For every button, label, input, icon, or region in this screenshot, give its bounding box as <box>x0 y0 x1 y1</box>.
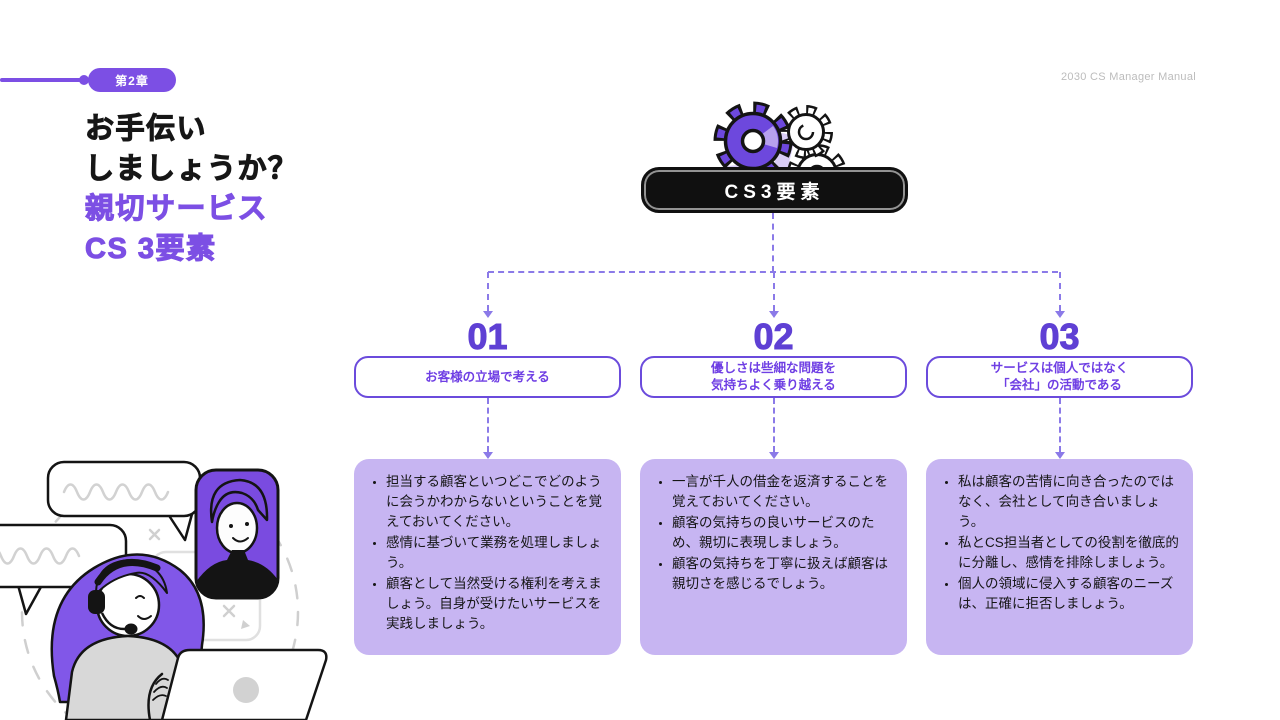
column-number: 01 <box>467 316 508 357</box>
bullet-item: 私とCS担当者としての役割を徹底的に分離し、感情を排除しましょう。 <box>958 533 1181 573</box>
title-line: 気持ちよく乗り越える <box>711 378 836 392</box>
page-title-line: お手伝い <box>84 112 208 145</box>
cs-columns: 01 お客様の立場で考える 担当する顧客といつどこでどのように会うかわからないと… <box>354 272 1193 655</box>
column-title-box: サービスは個人ではなく「会社」の活動である <box>926 356 1193 398</box>
cs-column: 03 サービスは個人ではなく「会社」の活動である 私は顧客の苦情に向き合ったので… <box>926 272 1193 655</box>
x-mark-icon <box>148 528 161 541</box>
page-title-line: CS 3要素 <box>84 232 217 265</box>
headset-icon <box>94 558 161 586</box>
bullet-item: 一言が千人の借金を返済することを覚えておいてください。 <box>672 472 895 512</box>
laptop-icon <box>160 648 328 720</box>
column-number: 02 <box>753 316 794 357</box>
arrow-down-icon <box>768 452 779 459</box>
bullet-item: 顧客として当然受ける権利を考えましょう。自身が受けたいサービスを実践しましょう。 <box>386 574 609 634</box>
agent-illustration <box>50 553 216 720</box>
connector-arrow <box>640 398 907 459</box>
connector-line <box>1058 398 1061 452</box>
bullet-list: 一言が千人の借金を返済することを覚えておいてください。顧客の気持ちの良いサービス… <box>656 472 895 594</box>
bullet-list: 担当する顧客といつどこでどのように会うかわからないということを覚えておいてくださ… <box>370 472 609 634</box>
page-title: お手伝い しましょうか？ 親切サービス CS 3要素 <box>84 109 299 269</box>
title-line: サービスは個人ではなく <box>990 361 1129 376</box>
connector-arrow <box>640 272 907 318</box>
support-chat-illustration <box>0 460 328 720</box>
page-title-line: 親切サービス <box>84 192 269 225</box>
root-node: CS3要素 <box>641 167 908 213</box>
cs-column: 01 お客様の立場で考える 担当する顧客といつどこでどのように会うかわからないと… <box>354 272 621 655</box>
connector-line <box>772 272 775 311</box>
connector-arrow <box>926 398 1193 459</box>
arrow-down-icon <box>1054 311 1065 318</box>
connector-line <box>772 398 775 452</box>
column-title-box: お客様の立場で考える <box>354 356 621 398</box>
speech-bubble-icon <box>46 460 202 542</box>
title-line: 優しさは些細な問題を <box>710 361 836 376</box>
connector-line <box>486 398 489 452</box>
connector-arrow <box>926 272 1193 318</box>
bullet-item: 顧客の気持ちの良いサービスのため、親切に表現しましょう。 <box>672 513 895 553</box>
bullet-item: 顧客の気持ちを丁寧に扱えば顧客は親切さを感じるでしょう。 <box>672 554 895 594</box>
connector-arrow <box>354 398 621 459</box>
column-content-box: 担当する顧客といつどこでどのように会うかわからないということを覚えておいてくださ… <box>354 459 621 655</box>
chapter-badge: 第2章 <box>88 68 176 92</box>
chapter-accent-line <box>0 75 89 85</box>
bullet-list: 私は顧客の苦情に向き合ったのではなく、会社として向き合いましょう。私とCS担当者… <box>942 472 1181 614</box>
column-number: 03 <box>1039 316 1080 357</box>
connector-arrow <box>354 272 621 318</box>
arrow-down-icon <box>768 311 779 318</box>
gear-large-icon <box>713 101 793 181</box>
column-content-box: 私は顧客の苦情に向き合ったのではなく、会社として向き合いましょう。私とCS担当者… <box>926 459 1193 655</box>
arrow-down-icon <box>482 311 493 318</box>
page-title-line: しましょうか？ <box>84 152 299 185</box>
customer-avatar <box>194 468 280 600</box>
manual-watermark: 2030 CS Manager Manual <box>1060 71 1196 83</box>
connector-line <box>486 272 489 311</box>
title-line: お客様の立場で考える <box>425 369 550 384</box>
connector-line <box>772 213 774 272</box>
column-title-box: 優しさは些細な問題を気持ちよく乗り越える <box>640 356 907 398</box>
bullet-item: 感情に基づいて業務を処理しましょう。 <box>386 533 609 573</box>
bullet-item: 個人の領域に侵入する顧客のニーズは、正確に拒否しましょう。 <box>958 574 1181 614</box>
arrow-down-icon <box>482 452 493 459</box>
bullet-item: 担当する顧客といつどこでどのように会うかわからないということを覚えておいてくださ… <box>386 472 609 532</box>
connector-line <box>1058 272 1061 311</box>
bullet-item: 私は顧客の苦情に向き合ったのではなく、会社として向き合いましょう。 <box>958 472 1181 532</box>
gear-small-icon <box>779 105 833 159</box>
title-line: 「会社」の活動である <box>997 378 1122 392</box>
arrow-down-icon <box>1054 452 1065 459</box>
column-content-box: 一言が千人の借金を返済することを覚えておいてください。顧客の気持ちの良いサービス… <box>640 459 907 655</box>
